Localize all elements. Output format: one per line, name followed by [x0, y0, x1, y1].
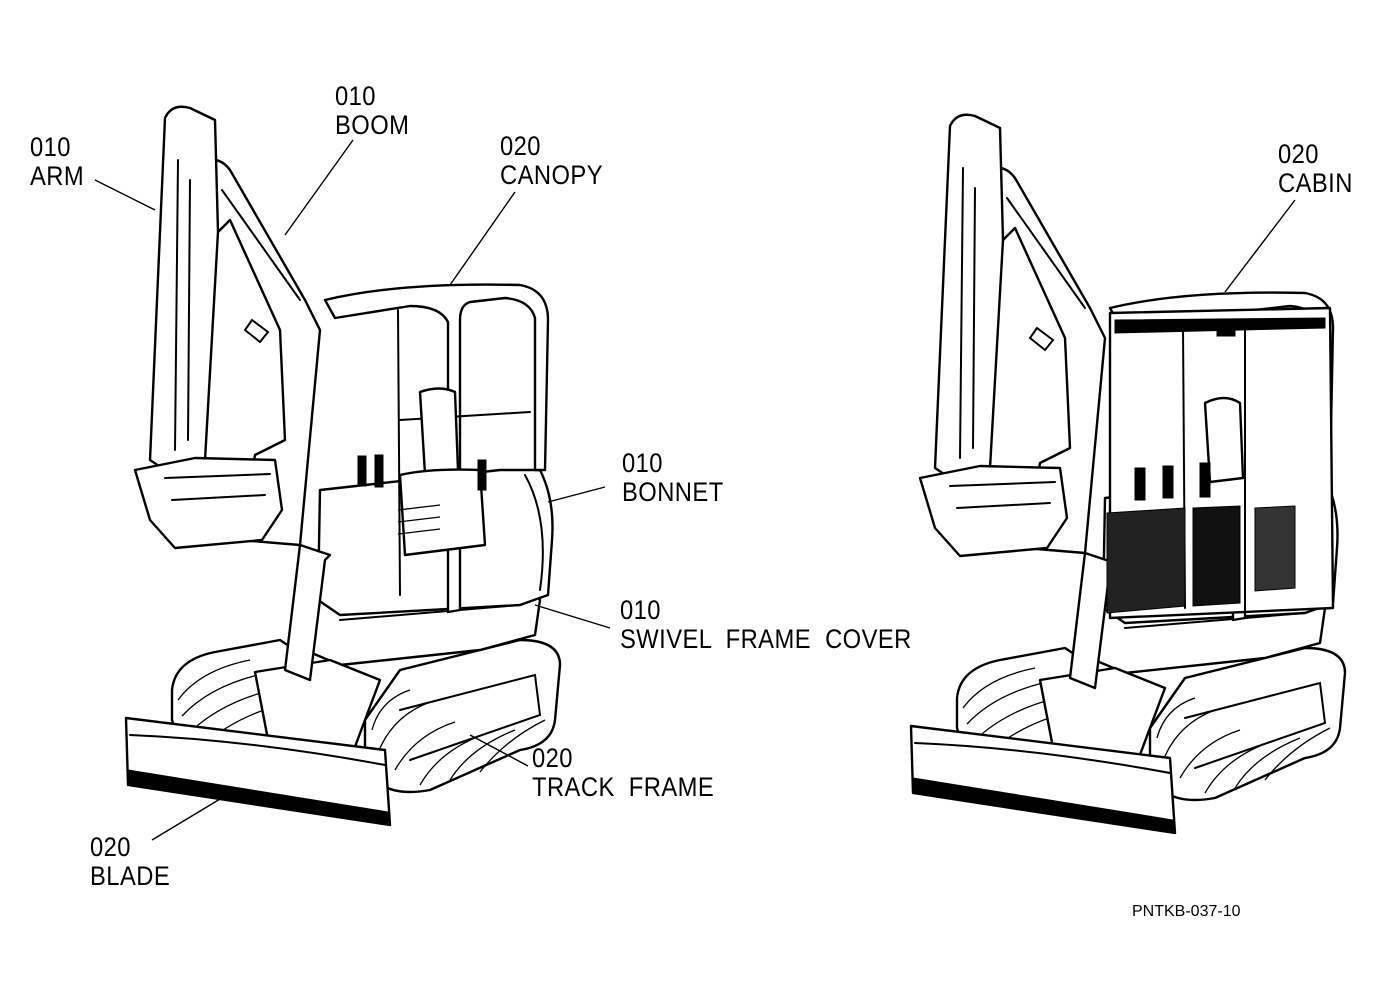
canopy-name: CANOPY: [500, 160, 603, 190]
label-bonnet: 010 BONNET: [622, 449, 724, 507]
canopy-leader: [449, 191, 516, 286]
cabin-code: 020: [1278, 139, 1319, 169]
label-swivel-frame-cover: 010 SWIVEL FRAME COVER: [620, 596, 912, 654]
blade-name: BLADE: [90, 861, 171, 891]
blade-code: 020: [90, 832, 131, 862]
swivel-name: SWIVEL FRAME COVER: [620, 624, 912, 654]
drawing-reference: PNTKB-037-10: [1132, 903, 1241, 920]
canopy-excavator-drawing: [124, 105, 562, 827]
track-code: 020: [532, 743, 573, 773]
blade-leader: [151, 789, 236, 841]
boom-name: BOOM: [335, 110, 410, 140]
canopy-code: 020: [500, 131, 541, 161]
bonnet-code: 010: [622, 448, 663, 478]
cabin-leader: [1224, 199, 1296, 293]
label-track-frame: 020 TRACK FRAME: [532, 744, 714, 802]
label-cabin: 020 CABIN: [1278, 140, 1353, 198]
arm-code: 010: [30, 132, 71, 162]
bonnet-name: BONNET: [622, 477, 724, 507]
label-canopy: 020 CANOPY: [500, 132, 603, 190]
swivel-frame-cover-leader: [534, 604, 611, 629]
cabin-excavator-drawing: [909, 113, 1347, 835]
boom-leader: [284, 139, 354, 236]
arm-name: ARM: [30, 161, 85, 191]
cabin-name: CABIN: [1278, 168, 1353, 198]
swivel-code: 010: [620, 595, 661, 625]
track-frame-leader: [469, 734, 529, 767]
arm-leader: [94, 179, 156, 211]
label-boom: 010 BOOM: [335, 82, 409, 140]
label-arm: 010 ARM: [30, 133, 84, 191]
track-name: TRACK FRAME: [532, 772, 715, 802]
bonnet-leader: [547, 486, 606, 503]
boom-code: 010: [335, 81, 376, 111]
label-blade: 020 BLADE: [90, 833, 170, 891]
